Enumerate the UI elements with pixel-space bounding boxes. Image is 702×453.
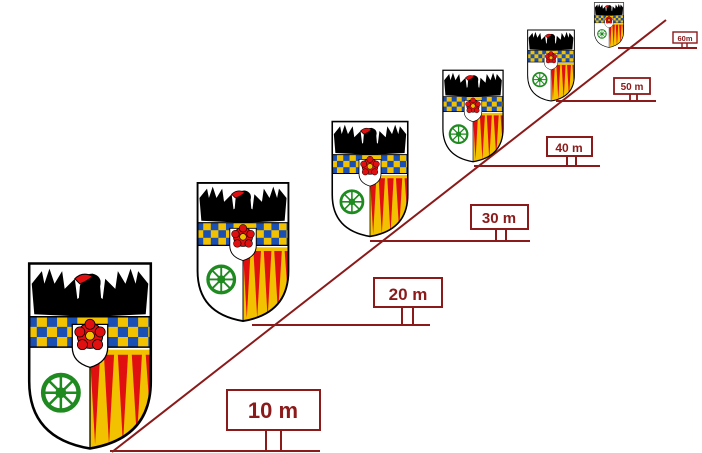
- coat-of-arms-icon: [527, 30, 578, 102]
- marker-label: 20 m: [389, 285, 428, 304]
- coat-of-arms-icon: [27, 264, 159, 451]
- marker-label: 40 m: [555, 141, 582, 155]
- marker-40m: 40 m: [546, 136, 593, 166]
- marker-label: 50 m: [621, 82, 644, 93]
- marker-label: 30 m: [482, 210, 516, 227]
- coat-of-arms-icon: [442, 70, 507, 163]
- slope-line: [111, 19, 667, 453]
- coat-of-arms-icon: [331, 122, 413, 238]
- marker-20m: 20 m: [373, 277, 443, 325]
- marker-label: 10 m: [248, 398, 298, 423]
- marker-30m: 30 m: [470, 204, 529, 241]
- marker-10m: 10 m: [226, 389, 321, 451]
- coat-of-arms-icon: [196, 183, 294, 323]
- coat-of-arms-icon: [594, 3, 626, 48]
- marker-50m: 50 m: [613, 77, 651, 101]
- marker-60m: 60m: [672, 31, 698, 48]
- marker-label: 60m: [677, 34, 692, 43]
